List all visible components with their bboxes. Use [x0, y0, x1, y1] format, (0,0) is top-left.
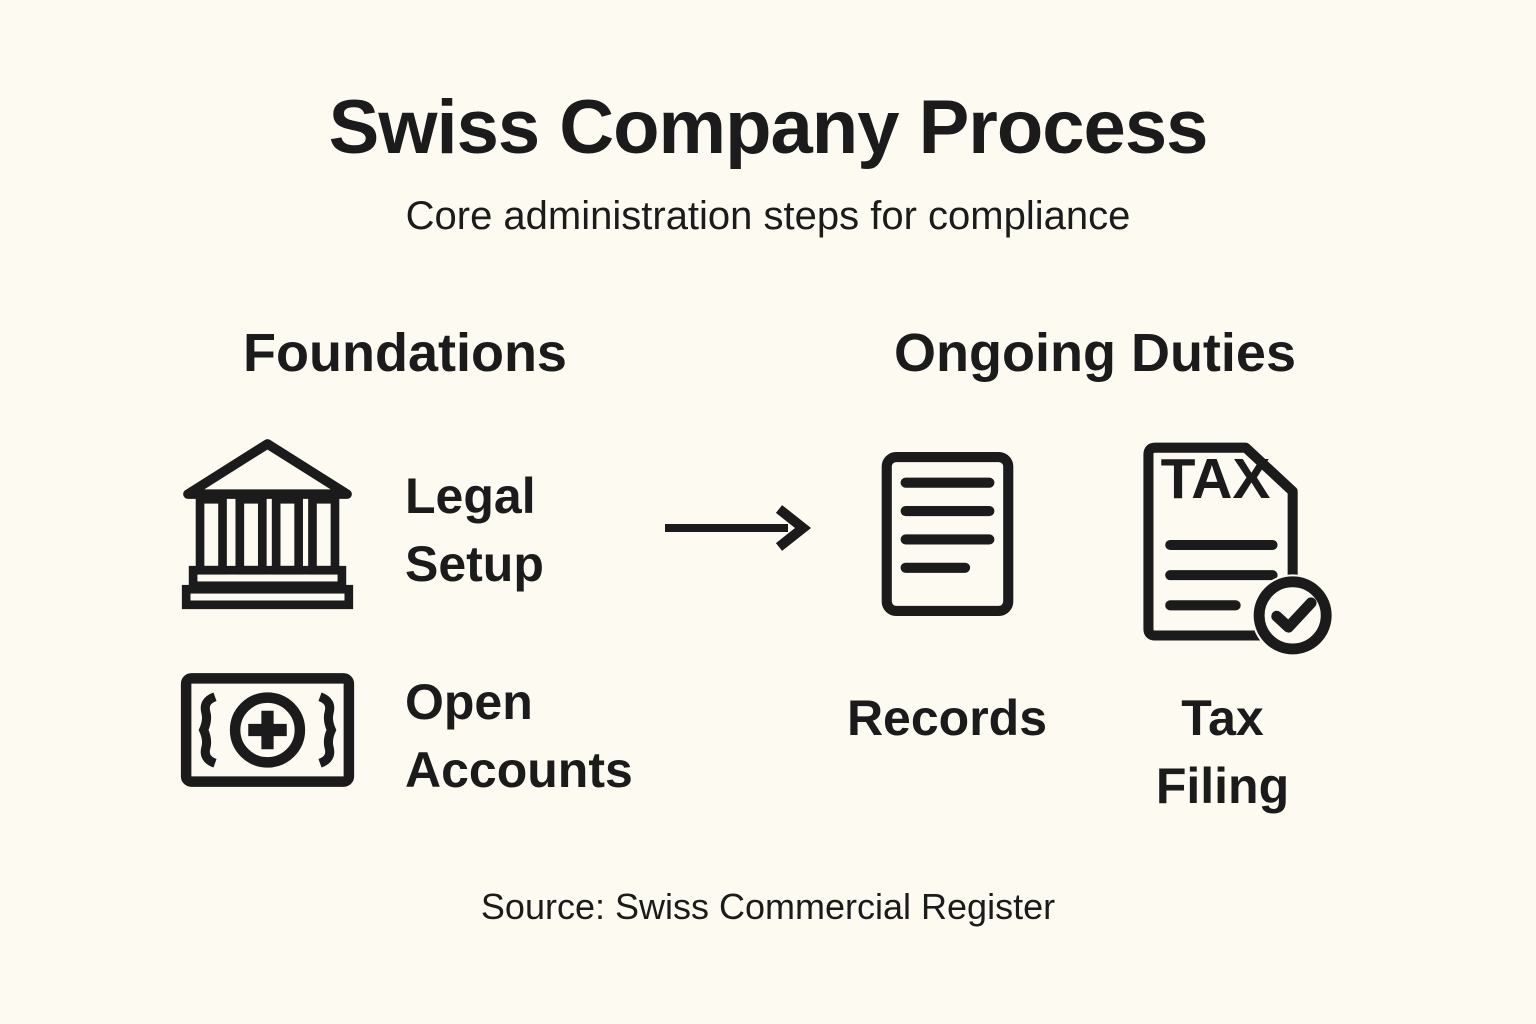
item-label-legal-setup: Legal Setup	[405, 468, 544, 592]
arrow-right-icon	[663, 505, 813, 551]
tax-document-check-icon: TAX	[1138, 441, 1340, 659]
item-label-open-accounts: Open Accounts	[405, 674, 633, 798]
document-lines-icon	[880, 450, 1015, 618]
tax-word: TAX	[1161, 447, 1271, 511]
source-note: Source: Swiss Commercial Register	[480, 886, 1056, 927]
item-label-records: Records	[846, 690, 1048, 746]
column-header-foundations: Foundations	[243, 323, 567, 383]
column-header-ongoing-duties: Ongoing Duties	[894, 323, 1296, 383]
bank-icon	[180, 437, 355, 610]
page-subtitle: Core administration steps for compliance	[405, 194, 1131, 238]
banknote-plus-icon	[180, 672, 355, 788]
page-title: Swiss Company Process	[328, 85, 1209, 170]
item-label-tax-filing: Tax Filing	[1155, 690, 1290, 814]
